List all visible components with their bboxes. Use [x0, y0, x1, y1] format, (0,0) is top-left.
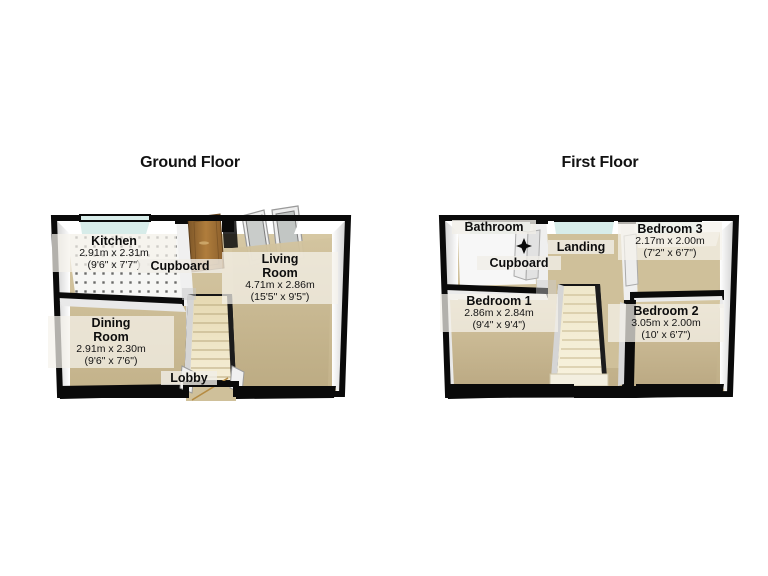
ground-floor-plan — [36, 188, 366, 423]
room-label-landing: Landing — [548, 240, 614, 254]
room-dim-metric-dining: 2.91m x 2.30m — [76, 343, 146, 355]
room-name-cupboard-ground: Cupboard — [150, 259, 210, 273]
room-dim-imperial-bedroom-2: (10' x 6'7") — [641, 328, 691, 341]
room-label-bedroom-2: Bedroom 2 3.05m x 2.00m (10' x 6'7") — [608, 304, 724, 342]
room-name-living-line1: Living — [261, 252, 299, 266]
room-dim-imperial-bedroom-3: (7'2" x 6'7") — [643, 246, 697, 259]
room-name-lobby: Lobby — [170, 371, 208, 385]
room-label-living-room: Living Room 4.71m x 2.86m (15'5" x 9'5") — [222, 252, 338, 304]
first-floor-title: First Floor — [561, 154, 639, 171]
room-name-bedroom-2: Bedroom 2 — [633, 304, 699, 318]
room-dim-metric-kitchen: 2.91m x 2.31m — [79, 247, 149, 259]
room-dim-metric-bedroom-2: 3.05m x 2.00m — [631, 317, 701, 329]
room-label-lobby: Lobby — [161, 371, 217, 385]
room-dim-imperial-bedroom-1: (9'4" x 9'4") — [472, 318, 526, 331]
room-dim-metric-bedroom-3: 2.17m x 2.00m — [635, 235, 705, 247]
room-dim-metric-bedroom-1: 2.86m x 2.84m — [464, 307, 534, 319]
room-dim-imperial-living: (15'5" x 9'5") — [250, 290, 310, 303]
room-label-bathroom: Bathroom — [452, 220, 536, 234]
room-label-cupboard-first: Cupboard — [477, 256, 561, 270]
room-name-bathroom: Bathroom — [464, 220, 524, 234]
room-name-bedroom-1: Bedroom 1 — [466, 294, 532, 308]
room-label-bedroom-1: Bedroom 1 2.86m x 2.84m (9'4" x 9'4") — [440, 294, 558, 332]
room-dim-imperial-dining: (9'6" x 7'6") — [84, 354, 138, 367]
ground-floor-title: Ground Floor — [140, 154, 240, 171]
room-dim-metric-living: 4.71m x 2.86m — [245, 279, 315, 291]
room-name-dining-line1: Dining — [91, 316, 131, 330]
room-label-cupboard-ground: Cupboard — [138, 259, 222, 273]
room-name-bedroom-3: Bedroom 3 — [637, 222, 703, 236]
room-label-bedroom-3: Bedroom 3 2.17m x 2.00m (7'2" x 6'7") — [618, 222, 722, 260]
room-name-living-line2: Room — [262, 266, 298, 280]
north-marker-icon — [516, 238, 532, 254]
room-name-cupboard-first: Cupboard — [489, 256, 549, 270]
room-name-kitchen: Kitchen — [91, 234, 137, 248]
room-dim-imperial-kitchen: (9'6" x 7'7") — [87, 258, 141, 271]
room-label-dining-room: Dining Room 2.91m x 2.30m (9'6" x 7'6") — [48, 316, 174, 368]
room-name-landing: Landing — [556, 240, 606, 254]
room-name-dining-line2: Room — [93, 330, 129, 344]
